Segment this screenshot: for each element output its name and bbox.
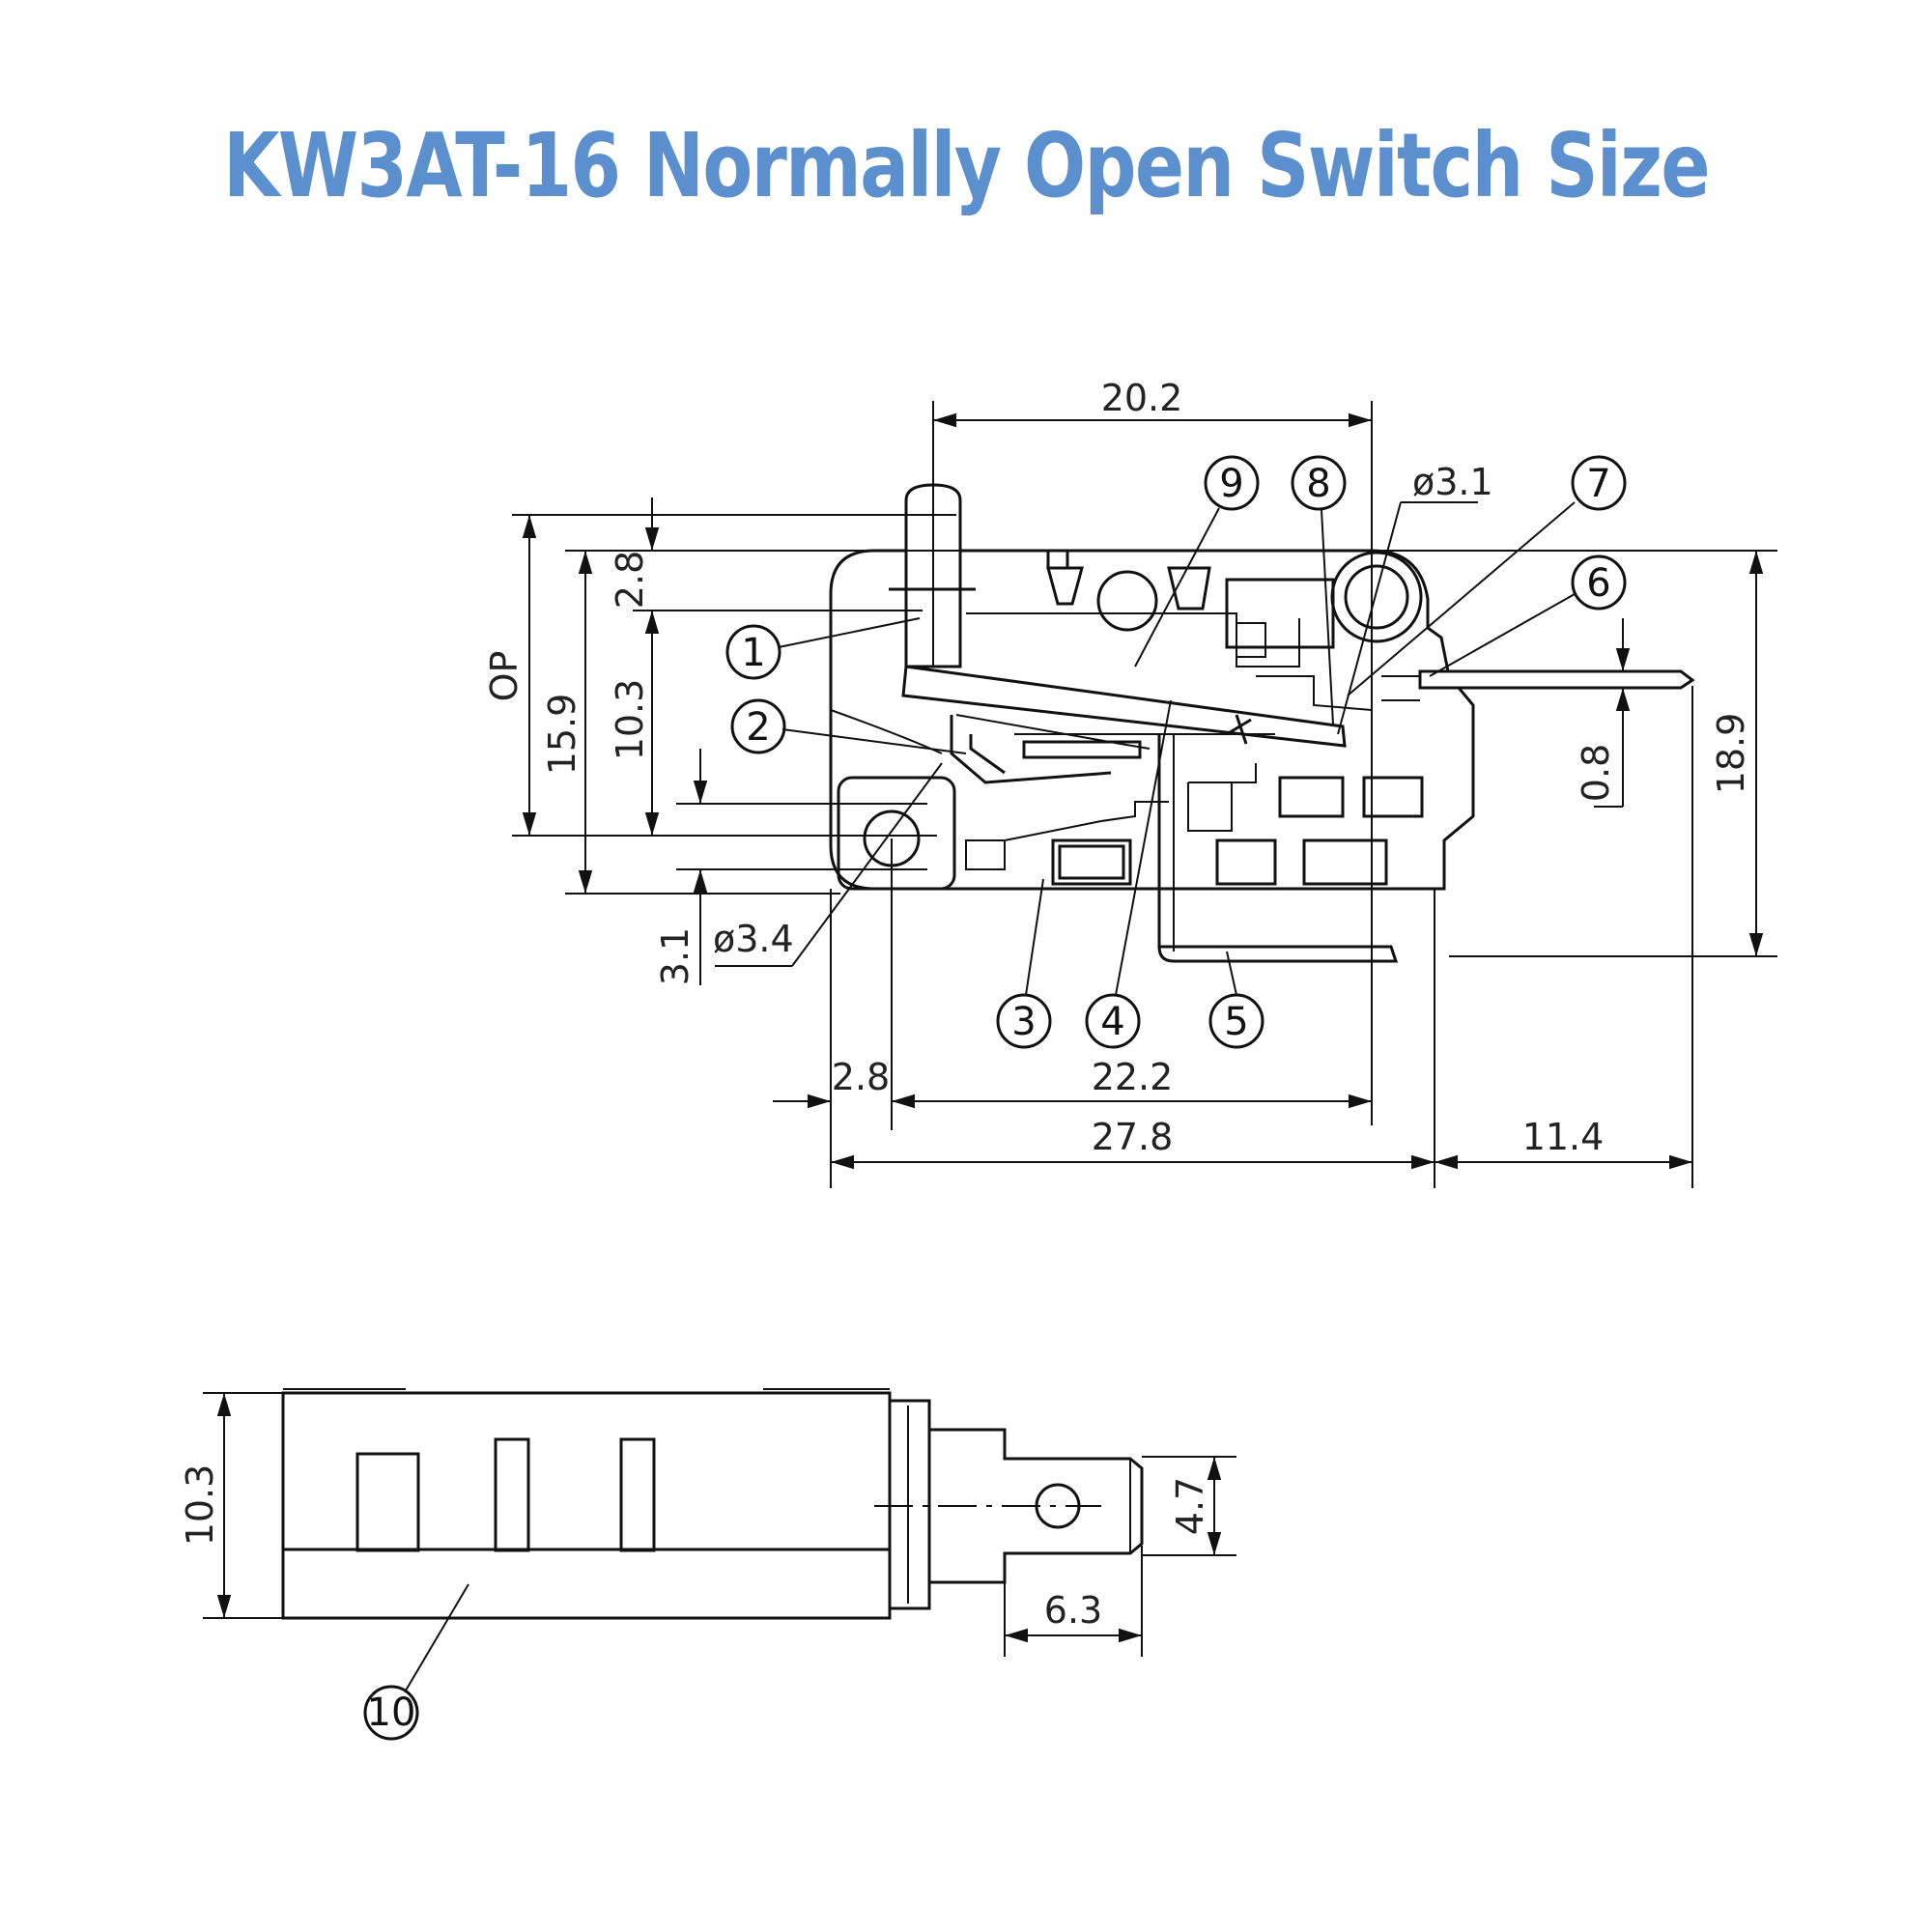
- dim-10-3: 10.3: [609, 679, 651, 761]
- side-view: [281, 1388, 1144, 1620]
- front-dimensions: 20.2 OP 15.9 2.8 10.3 3.1 ø3.4 ø3.1 0.8: [483, 377, 1777, 1188]
- side-tab: [927, 1428, 1144, 1584]
- dim-4-7: 4.7: [1169, 1477, 1211, 1535]
- front-view: [829, 483, 1695, 963]
- dim-op: OP: [483, 651, 526, 702]
- mount-hole-frame: [837, 776, 956, 891]
- callout-10: 10: [367, 1690, 416, 1735]
- callouts: 1 2 3 4 5 6 7 8 9 10: [363, 455, 1627, 1741]
- callout-9: 9: [1219, 462, 1243, 506]
- side-dimensions: 10.3 4.7 6.3: [179, 1392, 1236, 1657]
- dim-11-4: 11.4: [1522, 1116, 1605, 1158]
- callout-4: 4: [1100, 1000, 1124, 1044]
- dim-roller-diameter: ø3.1: [1412, 461, 1493, 503]
- roller-inner: [1344, 564, 1409, 630]
- bottom-terminal: [1157, 734, 1399, 963]
- dim-0-8: 0.8: [1575, 744, 1617, 802]
- callout-1: 1: [741, 631, 765, 675]
- callout-5: 5: [1224, 1000, 1248, 1044]
- callout-3: 3: [1011, 1000, 1036, 1044]
- dim-2-8-vertical: 2.8: [609, 551, 651, 609]
- dim-20-2: 20.2: [1101, 377, 1183, 419]
- dim-22-2: 22.2: [1092, 1056, 1174, 1098]
- right-terminal: [1418, 669, 1695, 690]
- dim-15-9: 15.9: [541, 694, 583, 776]
- dim-3-1: 3.1: [654, 927, 696, 985]
- lever: [901, 665, 1347, 748]
- dim-27-8: 27.8: [1092, 1116, 1174, 1158]
- callout-6: 6: [1586, 561, 1610, 606]
- roller-outer: [1330, 551, 1423, 643]
- callout-2: 2: [746, 705, 770, 750]
- dim-18-9: 18.9: [1710, 713, 1752, 795]
- dim-2-8-horizontal: 2.8: [832, 1056, 890, 1098]
- page-title: KW3AT-16 Normally Open Switch Size: [223, 114, 1711, 217]
- dim-hole-diameter: ø3.4: [713, 918, 794, 960]
- dim-6-3: 6.3: [1044, 1589, 1102, 1632]
- callout-7: 7: [1586, 462, 1610, 506]
- dim-side-10-3: 10.3: [179, 1464, 221, 1547]
- callout-8: 8: [1306, 462, 1330, 506]
- side-body: [281, 1391, 892, 1620]
